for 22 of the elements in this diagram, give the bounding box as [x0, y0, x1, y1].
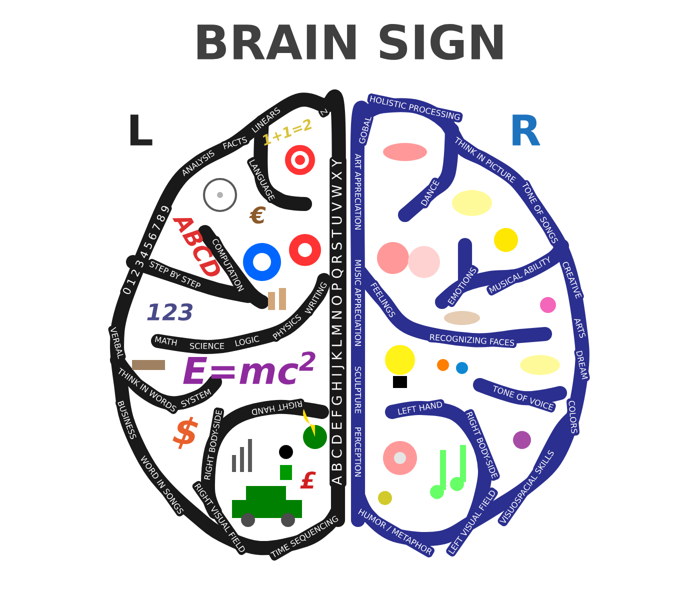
band-label: FACTS [220, 134, 250, 152]
band-label: LOGIC [232, 334, 262, 348]
drawn-text: E=mc$^{2}$ [183, 352, 316, 384]
band-label: Z [318, 106, 330, 118]
band-label: RIGHT BODY-SIDE [202, 408, 224, 482]
band-label: LEFT HAND [395, 399, 445, 417]
band-label: DREAM [574, 348, 590, 382]
drawn-text: £ [300, 472, 316, 488]
title: BRAIN SIGN [198, 24, 502, 60]
drawn-text: $ [172, 416, 198, 450]
band-label: RIGHT HAND [249, 398, 305, 418]
band-label: VERBAL [108, 325, 126, 361]
hemisphere-letter: L [130, 114, 152, 146]
drawn-text: 123 [147, 303, 192, 321]
band-label: TONE OF VOICE [490, 384, 556, 412]
drawn-text: € [249, 206, 266, 224]
band-label: MATH [152, 334, 180, 348]
band-label: RECOGNIZING FACES [427, 332, 517, 348]
band-label: A B C D E F G H I J K L M N O P Q R S T U V W X Y [330, 156, 346, 488]
band-label: ARTS [572, 316, 588, 340]
band-label: COLORS [566, 398, 580, 436]
band-label: GOBAL [356, 114, 374, 146]
